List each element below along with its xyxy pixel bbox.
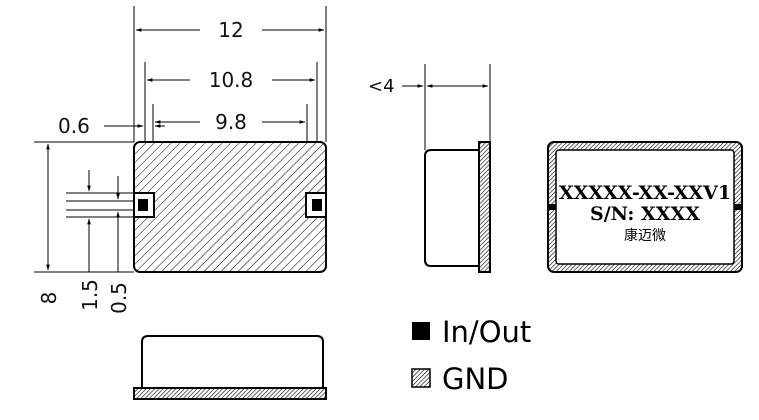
dimension-total-width: 12 bbox=[135, 18, 325, 42]
legend-label-gnd: GND bbox=[442, 362, 509, 396]
package-bottom-gnd-pad bbox=[133, 141, 327, 273]
front-view-base bbox=[133, 387, 327, 400]
legend-label-in-out: In/Out bbox=[442, 315, 531, 349]
dimension-pad-gap: 0.5 bbox=[107, 176, 131, 314]
side-view-body bbox=[424, 149, 480, 267]
legend-item-gnd: GND bbox=[411, 362, 509, 396]
dim-height-label: 8 bbox=[37, 292, 61, 305]
hatched-square-icon bbox=[411, 368, 431, 388]
marking-part-number: XXXXX-XX-XXV1 bbox=[559, 182, 731, 204]
dimension-height: 8 bbox=[37, 143, 61, 305]
marking-notch-left bbox=[548, 204, 556, 210]
dim-pad-gap-label: 0.5 bbox=[107, 282, 131, 314]
dim-pad-span-label: 10.8 bbox=[209, 68, 254, 92]
legend: In/Out GND bbox=[411, 315, 531, 396]
dim-inner-span-label: 9.8 bbox=[215, 110, 247, 134]
in-out-pad-right bbox=[305, 192, 327, 218]
marking-serial-number: S/N: XXXX bbox=[590, 203, 700, 225]
dim-pad-offset-label: 0.6 bbox=[58, 114, 90, 138]
dim-pad-height-label: 1.5 bbox=[78, 279, 102, 311]
marking-view: XXXXX-XX-XXV1 S/N: XXXX 康迈微 bbox=[547, 141, 743, 273]
dimension-thickness: <4 bbox=[368, 76, 489, 97]
top-view: 12 10.8 9.8 0.6 bbox=[34, 6, 327, 314]
marking-brand: 康迈微 bbox=[624, 227, 666, 244]
marking-notch-right bbox=[734, 204, 742, 210]
dimension-inner-span: 9.8 bbox=[154, 110, 306, 134]
dimension-pad-offset: 0.6 bbox=[58, 114, 165, 138]
dim-thickness-label: <4 bbox=[368, 76, 395, 97]
dim-total-width-label: 12 bbox=[218, 18, 243, 42]
in-out-pad-left bbox=[133, 192, 155, 218]
front-view-body bbox=[141, 335, 324, 388]
legend-item-in-out: In/Out bbox=[412, 315, 531, 349]
side-view-base bbox=[478, 141, 491, 273]
solid-square-icon bbox=[412, 322, 430, 340]
dimension-pad-height: 1.5 bbox=[78, 170, 102, 311]
dimension-pad-span: 10.8 bbox=[146, 68, 316, 92]
front-view bbox=[133, 335, 327, 400]
side-view: <4 bbox=[368, 64, 491, 273]
